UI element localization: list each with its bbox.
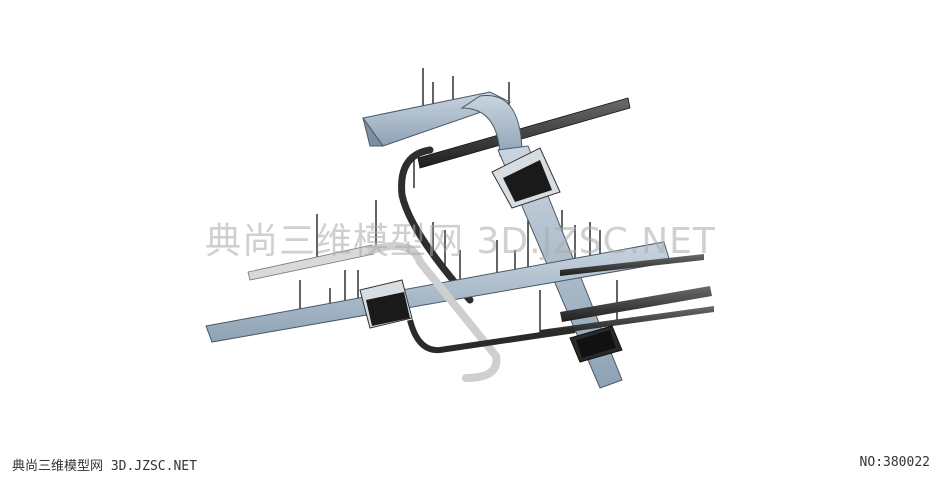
pipe-right-3	[540, 306, 714, 336]
pipe-curve-left	[398, 146, 474, 304]
duct-upper	[362, 91, 523, 157]
pipe-right-2	[560, 286, 712, 322]
pipe-upper	[417, 97, 631, 169]
pipe-right-1	[560, 254, 704, 276]
pipe-light-left	[247, 244, 375, 281]
footer-site-label: 典尚三维模型网 3D.JZSC.NET	[12, 459, 197, 474]
footer-model-number: NO:380022	[859, 455, 930, 470]
cassette-unit-bottom	[569, 325, 623, 363]
cassette-unit-middle	[359, 279, 413, 329]
pipe-light-curve	[368, 242, 501, 382]
pipe-loop-lower	[407, 319, 576, 354]
cassette-unit-top	[491, 147, 561, 209]
